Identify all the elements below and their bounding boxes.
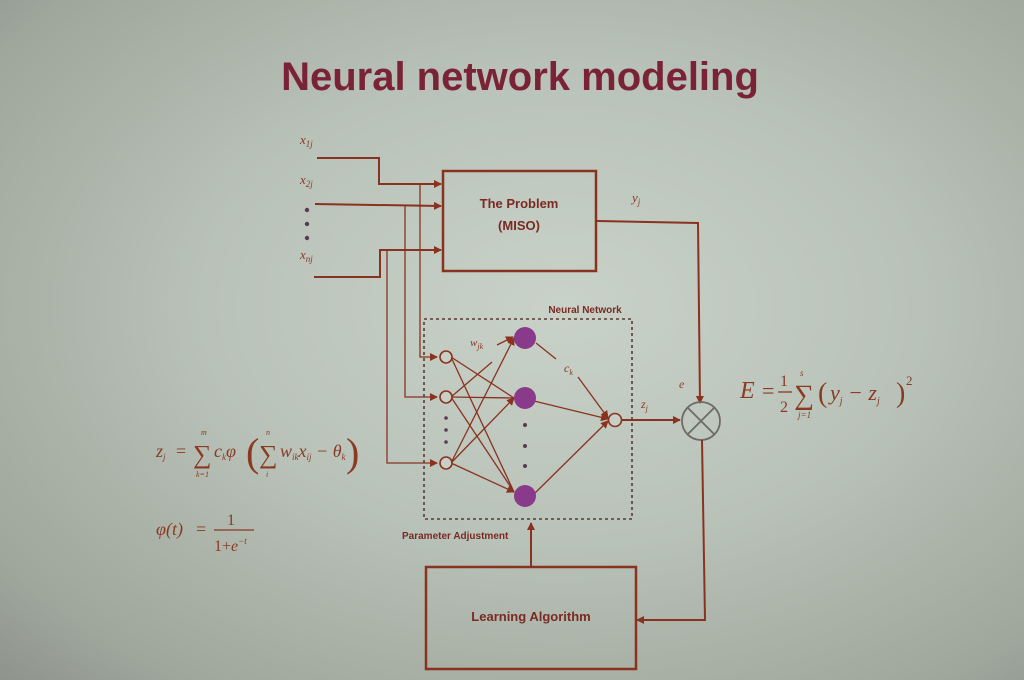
connection [450,361,493,398]
problem-box-subtitle: (MISO) [498,218,540,233]
svg-text:wikxij − θk: wikxij − θk [280,441,347,462]
svg-text:φ(t): φ(t) [156,519,183,540]
connection [450,337,515,464]
svg-text:(: ( [246,430,259,475]
problem-box: The Problem (MISO) [441,169,598,273]
input-layer [439,350,453,470]
svg-text:∑: ∑ [193,440,212,469]
svg-text:2: 2 [780,399,788,416]
wire-x2 [314,201,442,210]
learning-box-label: Learning Algorithm [471,609,590,624]
connection [450,356,515,399]
hidden-node [514,387,536,409]
slide-title: Neural network modeling [281,55,759,99]
connection [450,396,515,399]
output-equation: zj = ∑ m k=1 ckφ ( ∑ n i wikxij − θk ) [155,428,359,479]
hidden-output-connections [533,342,609,495]
svg-text:∑: ∑ [259,440,278,469]
svg-text:): ) [896,378,905,409]
input-node [439,456,453,470]
error-equation: E = 1 2 ∑ s j=1 ( yj − zj ) 2 [739,368,913,420]
svg-text:E: E [739,378,755,404]
input-node [439,390,453,404]
input-wires [314,157,442,467]
connection [450,397,515,464]
svg-text:n: n [266,428,270,437]
svg-text:s: s [800,368,804,378]
svg-text:zj: zj [155,441,166,462]
sigmoid-equation: φ(t) = 1 1+e−t [156,512,254,555]
output-label-yj: yj [630,190,641,207]
connection [450,356,515,493]
learning-algorithm-box: Learning Algorithm [424,565,638,671]
svg-text:2: 2 [906,373,913,388]
svg-text:=: = [176,441,186,461]
svg-text:1: 1 [780,373,788,390]
svg-text:1+e−t: 1+e−t [214,536,247,555]
hidden-node [514,327,536,349]
wire-xn [314,246,442,278]
parameter-adjustment-label: Parameter Adjustment [402,531,509,542]
svg-text:ckφ: ckφ [214,441,236,462]
svg-text:1: 1 [227,512,235,529]
input-labels: x1j x2j xnj [299,132,313,264]
ellipsis-dot [523,444,527,448]
error-label-e: e [679,377,685,391]
weight-label-ck: ck [564,361,573,377]
input-label-x2j: x2j [299,172,313,189]
connection [577,376,609,419]
wire-error-feedback [636,439,707,624]
svg-text:k=1: k=1 [196,470,209,479]
svg-text:m: m [201,428,207,437]
input-label-xnj: xnj [299,247,313,264]
connection [535,342,557,360]
ellipsis-dot [304,207,310,213]
learning-box-frame [424,565,638,671]
svg-text:i: i [266,470,268,479]
output-node [607,412,623,428]
output-label-zj: zj [640,397,649,413]
hidden-layer [514,327,536,507]
ellipsis-dot [304,221,310,227]
svg-text:=: = [762,378,774,403]
svg-text:yj − zj: yj − zj [828,380,880,407]
problem-box-frame [441,169,598,273]
connection [450,396,515,493]
network-label: Neural Network [548,305,622,316]
ellipsis-dot [523,423,527,427]
input-label-x1j: x1j [299,132,313,149]
problem-box-title: The Problem [480,196,559,211]
ellipsis-dot [444,428,448,432]
input-node [439,350,453,364]
svg-text:): ) [346,430,359,475]
svg-text:=: = [196,519,206,539]
weight-label-wjk: wjk [470,337,484,351]
wire-yj [596,220,704,404]
svg-text:∑: ∑ [794,380,814,411]
svg-text:(: ( [818,378,827,409]
input-hidden-connections [450,336,515,493]
hidden-node [514,485,536,507]
ellipsis-dot [444,416,448,420]
connection [533,400,609,422]
tap-xn [386,250,438,467]
tap-x1 [419,184,438,361]
ellipsis-dot [523,464,527,468]
connection [496,336,514,346]
svg-text:j=1: j=1 [797,410,811,420]
ellipsis-dot [304,235,310,241]
connection [533,420,609,495]
comparator-icon [681,401,721,441]
connection [450,462,515,493]
wire-x1 [317,157,442,188]
ellipsis-dot [444,440,448,444]
tap-x2 [404,206,438,401]
